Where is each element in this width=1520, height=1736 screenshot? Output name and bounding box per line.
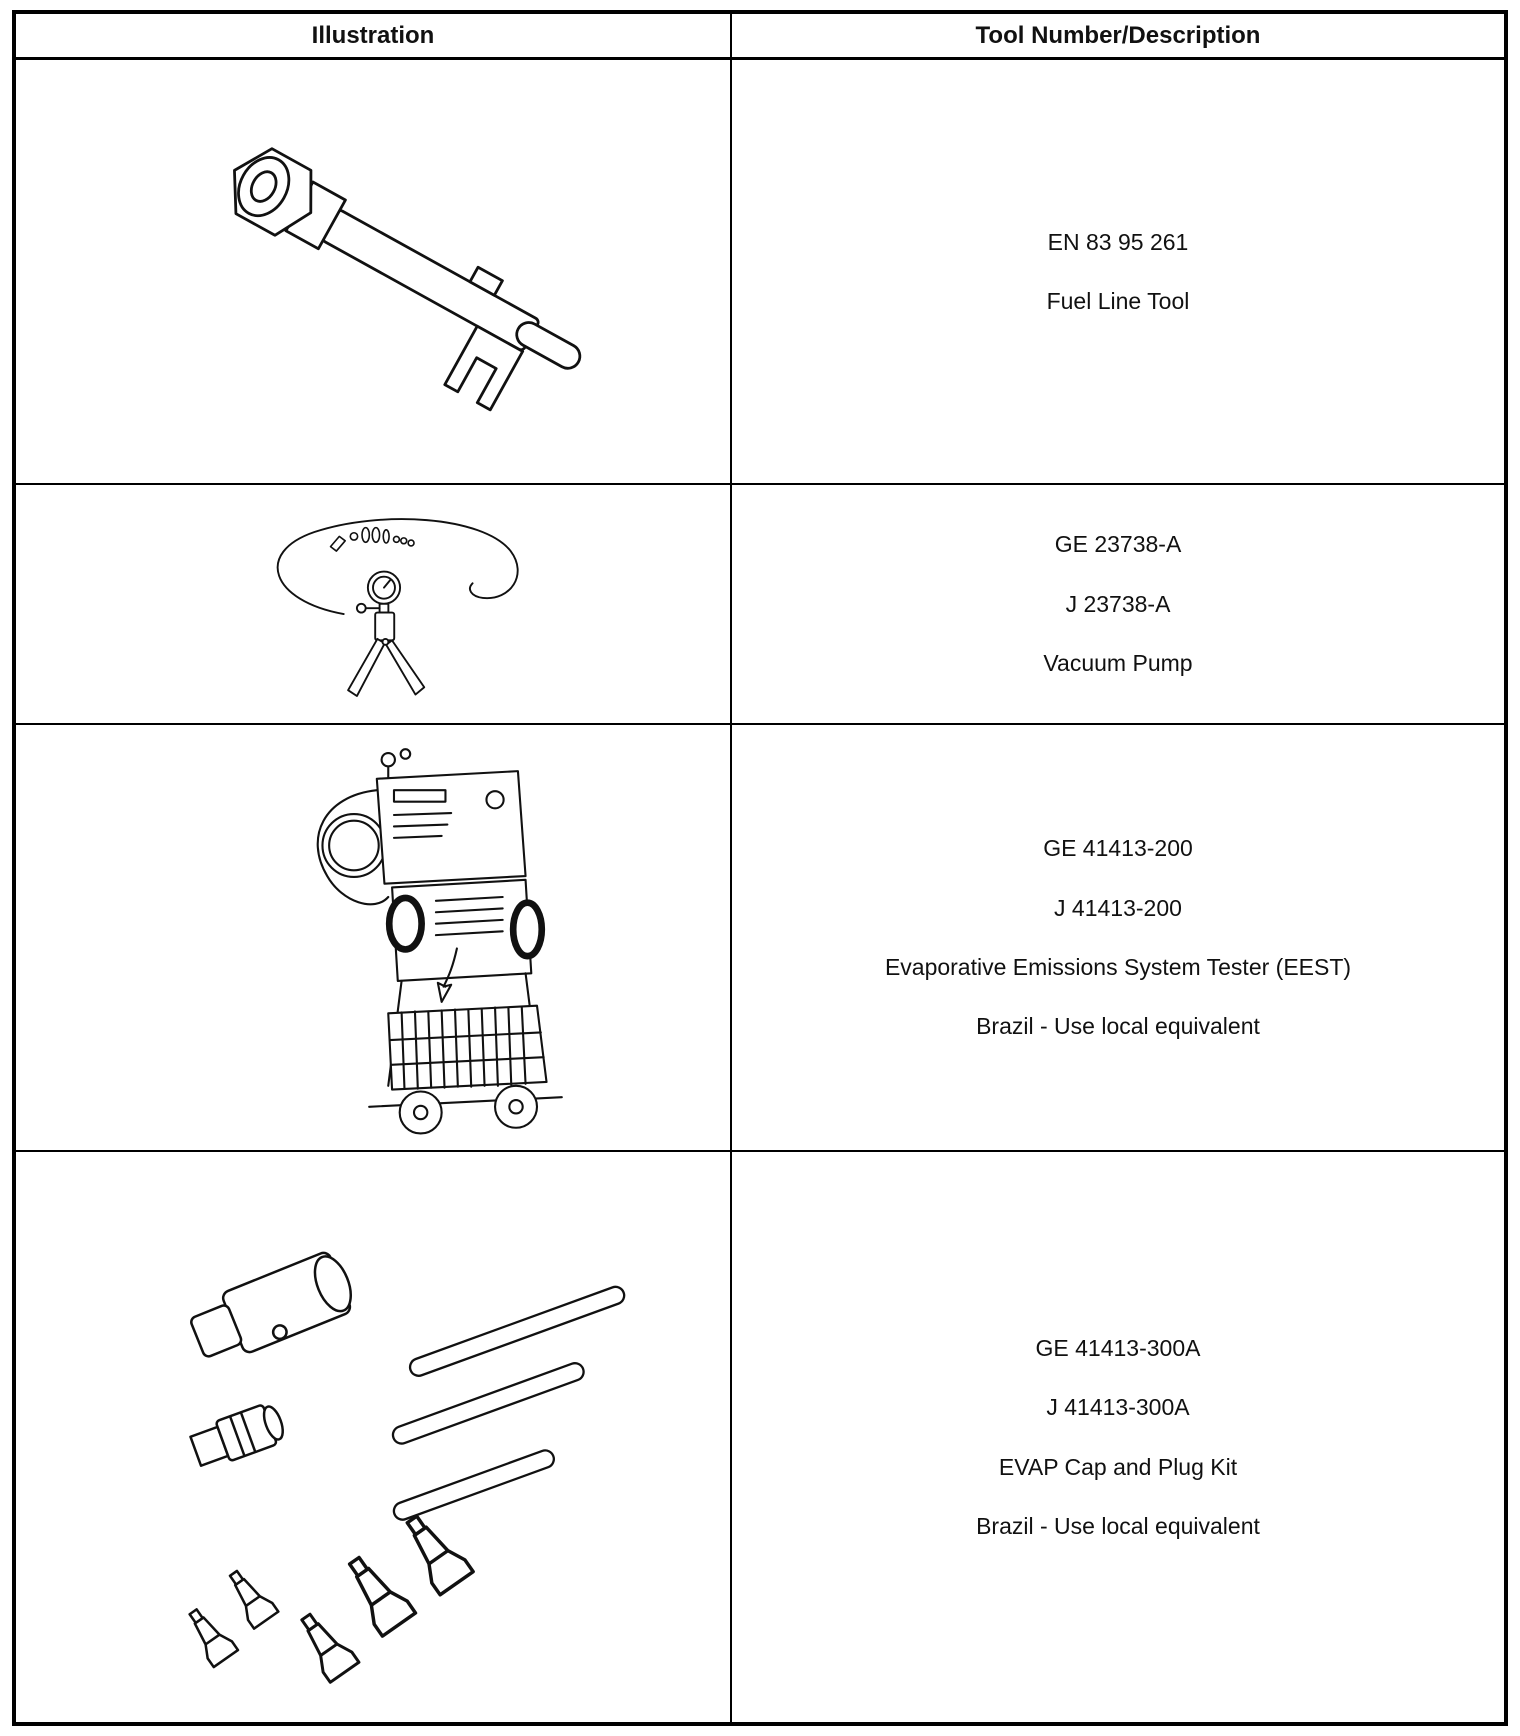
tool-number-alt: J 41413-200 bbox=[1054, 894, 1182, 921]
vacuum-pump-illustration bbox=[276, 517, 519, 697]
evap-cap-plug-kit-illustration bbox=[179, 1251, 626, 1684]
row-3-illustration-cell bbox=[16, 725, 732, 1152]
row-2-illustration-cell bbox=[16, 485, 732, 725]
header-illustration: Illustration bbox=[16, 14, 732, 60]
tool-note: Brazil - Use local equivalent bbox=[976, 1013, 1260, 1040]
row-1-text-cell: EN 83 95 261 Fuel Line Tool bbox=[732, 60, 1504, 485]
tool-number: GE 41413-300A bbox=[1035, 1334, 1201, 1361]
tool-number-alt: J 41413-300A bbox=[1046, 1394, 1190, 1421]
row-4-text-cell: GE 41413-300A J 41413-300A EVAP Cap and … bbox=[732, 1152, 1504, 1722]
row-2-text-cell: GE 23738-A J 23738-A Vacuum Pump bbox=[732, 485, 1504, 725]
tool-number: GE 41413-200 bbox=[1043, 835, 1193, 862]
tool-table: Illustration Tool Number/Description EN … bbox=[12, 10, 1508, 1726]
tool-number-alt: J 23738-A bbox=[1065, 590, 1171, 617]
row-4-illustration-cell bbox=[16, 1152, 732, 1722]
fuel-line-tool-illustration bbox=[233, 146, 582, 411]
row-1-illustration-cell bbox=[16, 60, 732, 485]
tool-description: Fuel Line Tool bbox=[1046, 288, 1190, 314]
header-tool-number-description: Tool Number/Description bbox=[732, 14, 1504, 60]
tool-number: EN 83 95 261 bbox=[1047, 228, 1189, 255]
tool-description: Vacuum Pump bbox=[1043, 650, 1193, 677]
row-3-text-cell: GE 41413-200 J 41413-200 Evaporative Emi… bbox=[732, 725, 1504, 1152]
tool-number: GE 23738-A bbox=[1054, 531, 1182, 558]
tool-description: Evaporative Emissions System Tester (EES… bbox=[884, 954, 1352, 980]
tool-description: EVAP Cap and Plug Kit bbox=[998, 1453, 1238, 1480]
evap-emissions-tester-illustration bbox=[316, 747, 563, 1135]
tool-note: Brazil - Use local equivalent bbox=[976, 1512, 1260, 1539]
